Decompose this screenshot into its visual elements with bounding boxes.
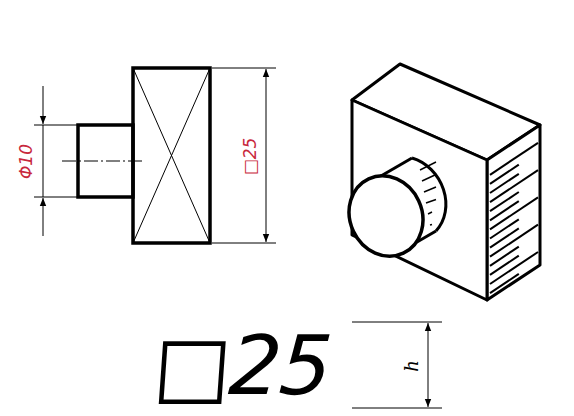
hatch-line	[426, 200, 436, 204]
height-dimension	[352, 322, 442, 408]
diameter-dimension: Φ10	[18, 143, 35, 178]
hatch-line	[490, 143, 538, 175]
hatch-line	[490, 197, 538, 229]
hatch-line	[490, 247, 519, 266]
hatch-line	[490, 201, 519, 220]
front-view	[34, 68, 276, 243]
hatch-line	[424, 187, 436, 192]
cylinder	[336, 158, 446, 268]
hatch-line	[422, 175, 436, 182]
hatch-line	[490, 274, 519, 293]
square-dimension: □25	[242, 137, 259, 175]
square-dimension-enlarged: □25	[151, 325, 333, 407]
hatch-line	[490, 225, 538, 257]
height-symbol: h	[403, 360, 421, 372]
isometric-view	[336, 64, 540, 300]
hatch-line	[490, 165, 519, 184]
hatch-line	[430, 224, 432, 226]
hatch-line	[490, 228, 519, 247]
hatch-line	[490, 219, 519, 238]
hatch-line	[490, 192, 519, 211]
hatch-line	[420, 162, 436, 170]
hatch-line	[490, 256, 519, 275]
hatch-line	[490, 174, 519, 193]
hatch-line	[490, 170, 538, 202]
hatch-line	[428, 212, 432, 214]
hatch-line	[490, 252, 538, 284]
